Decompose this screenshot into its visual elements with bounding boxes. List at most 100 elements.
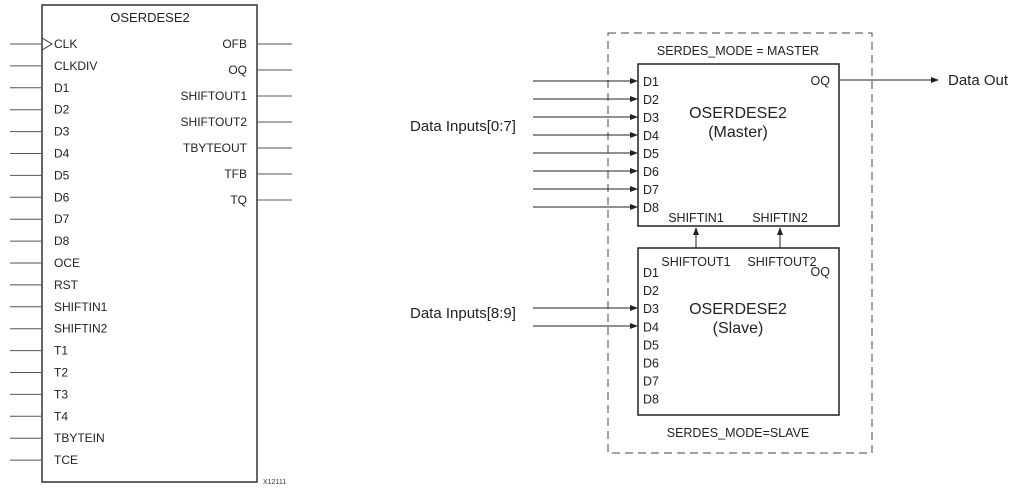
pin-label: TBYTEOUT [183,141,248,155]
input-pin-t4: T4 [10,409,68,423]
master-input-d2: D2 [533,93,659,107]
slave-input-d1: D1 [643,266,659,280]
pin-label: D6 [643,357,659,371]
pin-label: D8 [643,201,659,215]
input-pin-shiftin2: SHIFTIN2 [10,322,108,336]
master-shiftin1-label: SHIFTIN1 [668,211,724,225]
pin-label: T3 [54,387,68,401]
input-pin-shiftin1: SHIFTIN1 [10,300,108,314]
master-role: (Master) [708,124,768,141]
figure-id: X12111 [263,479,286,486]
slave-input-d4: D4 [533,320,659,334]
pin-label: OCE [54,256,80,270]
input-pin-t1: T1 [10,344,68,358]
input-pin-d1: D1 [10,81,70,95]
slave-mode-label: SERDES_MODE=SLAVE [667,426,810,440]
master-input-d6: D6 [533,165,659,179]
slave-shiftout1-label: SHIFTOUT1 [661,255,730,269]
pin-label: D1 [54,81,70,95]
master-name: OSERDESE2 [689,105,787,122]
pin-label: RST [54,278,79,292]
output-pin-ofb: OFB [222,37,292,51]
data-inputs-slave-label: Data Inputs[8:9] [410,305,516,322]
slave-box [637,247,840,416]
input-pin-d4: D4 [10,147,70,161]
pin-label: D3 [54,125,70,139]
slave-input-d6: D6 [643,357,659,371]
pin-label: D6 [643,165,659,179]
input-pin-d7: D7 [10,212,70,226]
input-pin-d5: D5 [10,168,70,182]
input-pin-clkdiv: CLKDIV [10,59,97,73]
pin-label: D5 [643,147,659,161]
pin-label: CLK [54,37,77,51]
pin-label: OQ [228,63,247,77]
slave-role: (Slave) [713,320,764,337]
pin-label: D8 [643,393,659,407]
input-pin-d8: D8 [10,234,70,248]
pin-label: D4 [54,147,70,161]
master-oq-label: OQ [811,74,831,88]
pin-label: SHIFTIN2 [54,322,108,336]
pin-label: CLKDIV [54,59,97,73]
pin-label: D6 [54,190,70,204]
input-pin-d6: D6 [10,190,70,204]
output-pin-shiftout1: SHIFTOUT1 [181,89,292,103]
pin-label: TFB [224,167,247,181]
input-pin-d2: D2 [10,103,70,117]
master-input-d8: D8 [533,201,659,215]
pin-label: T4 [54,409,68,423]
data-inputs-master-label: Data Inputs[0:7] [410,118,516,135]
pin-label: D3 [643,302,659,316]
pin-label: SHIFTOUT1 [181,89,248,103]
input-pin-clk: CLK [10,37,77,51]
output-pin-oq: OQ [228,63,292,77]
master-input-d1: D1 [533,75,659,89]
pin-label: TCE [54,453,78,467]
dashed-boundary [607,32,873,454]
slave-input-d2: D2 [643,284,659,298]
master-input-d5: D5 [533,147,659,161]
master-input-d4: D4 [533,129,659,143]
data-out-label: Data Out [948,72,1009,89]
input-pin-rst: RST [10,278,79,292]
output-pin-tfb: TFB [224,167,292,181]
slave-input-d8: D8 [643,393,659,407]
pin-label: D4 [643,320,659,334]
pin-label: SHIFTIN1 [54,300,108,314]
pin-label: D7 [643,375,659,389]
clock-triangle-icon [41,37,53,51]
pin-label: D7 [643,183,659,197]
input-pin-oce: OCE [10,256,80,270]
pin-label: D1 [643,75,659,89]
slave-input-d5: D5 [643,338,659,352]
symbol-title: OSERDESE2 [110,10,189,25]
input-pin-t3: T3 [10,387,68,401]
slave-shiftout2-label: SHIFTOUT2 [747,255,816,269]
master-input-d3: D3 [533,111,659,125]
master-shiftin2-label: SHIFTIN2 [752,211,808,225]
slave-input-d7: D7 [643,375,659,389]
master-box [637,63,840,227]
pin-label: T1 [54,344,68,358]
input-pin-t2: T2 [10,366,68,380]
pin-label: TBYTEIN [54,431,105,445]
pin-label: D7 [54,212,70,226]
pin-label: D8 [54,234,70,248]
input-pin-tce: TCE [10,453,78,467]
pin-label: D2 [643,93,659,107]
pin-label: T2 [54,366,68,380]
output-pin-tq: TQ [230,193,292,207]
symbol-box [41,4,258,483]
cascade-diagram: SERDES_MODE = MASTER OSERDESE2 (Master) … [410,32,1009,454]
pin-label: SHIFTOUT2 [181,115,248,129]
pin-label: D3 [643,111,659,125]
pin-label: D4 [643,129,659,143]
pin-label: OFB [222,37,247,51]
pin-label: D5 [643,338,659,352]
input-pin-tbytein: TBYTEIN [10,431,105,445]
pin-label: D1 [643,266,659,280]
pin-label: D2 [643,284,659,298]
output-pin-tbyteout: TBYTEOUT [183,141,292,155]
